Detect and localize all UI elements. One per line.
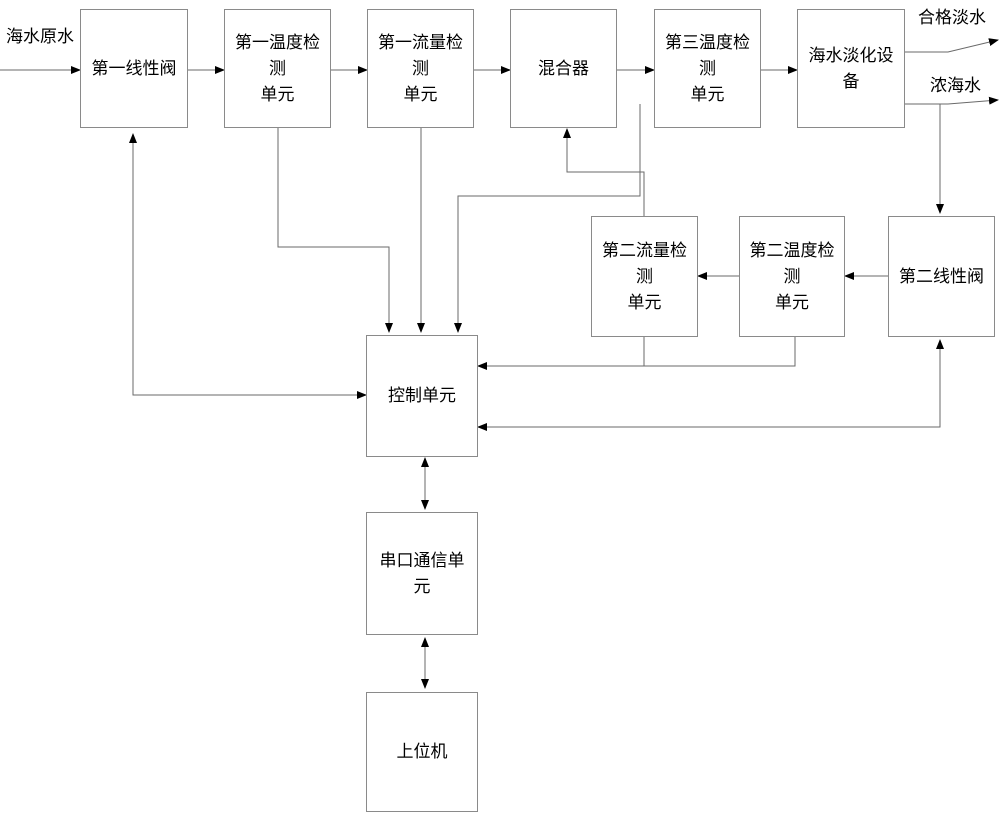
arrow-brine-out [905, 96, 999, 105]
second-linear-valve: 第二线性阀 [888, 216, 995, 337]
first-temp-detect-unit: 第一温度检测 单元 [224, 9, 331, 128]
brine-label: 浓海水 [930, 76, 981, 96]
link-control-valve1 [129, 133, 367, 399]
first-flow-detect-label-2: 单元 [403, 84, 438, 105]
arrow-flow2-to-mixer [563, 128, 645, 216]
signal-temp2-to-control [644, 337, 796, 367]
second-temp-detect-unit: 第二温度检测 单元 [739, 216, 845, 337]
first-linear-valve-label: 第一线性阀 [91, 58, 177, 79]
mixer: 混合器 [510, 9, 617, 128]
second-flow-detect-label-2: 单元 [627, 292, 662, 313]
control-unit-label: 控制单元 [388, 386, 456, 406]
first-flow-detect-unit: 第一流量检测 单元 [367, 9, 474, 128]
first-temp-detect-label-2: 单元 [260, 84, 295, 105]
third-temp-detect-unit: 第三温度检测 单元 [654, 9, 761, 128]
link-control-valve2 [477, 339, 944, 431]
desalination-equipment: 海水淡化设备 [797, 9, 905, 128]
desalination-equipment-label: 海水淡化设备 [808, 45, 894, 92]
seawater-raw-label: 海水原水 [6, 27, 74, 47]
second-temp-detect-label-2: 单元 [775, 292, 809, 313]
control-unit: 控制单元 [366, 335, 478, 457]
second-temp-detect-label-1: 第二温度检测 [749, 240, 835, 287]
first-temp-detect-label-1: 第一温度检测 [235, 32, 320, 79]
fresh-water-label: 合格淡水 [918, 8, 986, 28]
first-linear-valve: 第一线性阀 [80, 9, 188, 128]
mixer-label: 混合器 [538, 58, 589, 79]
arrow-fresh-water-out [905, 38, 999, 53]
second-flow-detect-label-1: 第二流量检测 [602, 240, 687, 287]
second-flow-detect-unit: 第二流量检测 单元 [591, 216, 698, 337]
signal-flow2-to-control [477, 337, 645, 370]
signal-temp1-to-control [277, 127, 393, 333]
first-flow-detect-label-1: 第一流量检测 [378, 32, 463, 79]
second-linear-valve-label: 第二线性阀 [899, 266, 984, 287]
serial-comm-unit: 串口通信单元 [366, 512, 478, 635]
signal-temp3-to-control [454, 104, 641, 333]
serial-comm-unit-label: 串口通信单元 [379, 550, 465, 597]
host-computer-label: 上位机 [396, 742, 448, 762]
third-temp-detect-label-2: 单元 [690, 84, 725, 105]
third-temp-detect-label-1: 第三温度检测 [665, 32, 750, 79]
host-computer: 上位机 [366, 692, 478, 812]
